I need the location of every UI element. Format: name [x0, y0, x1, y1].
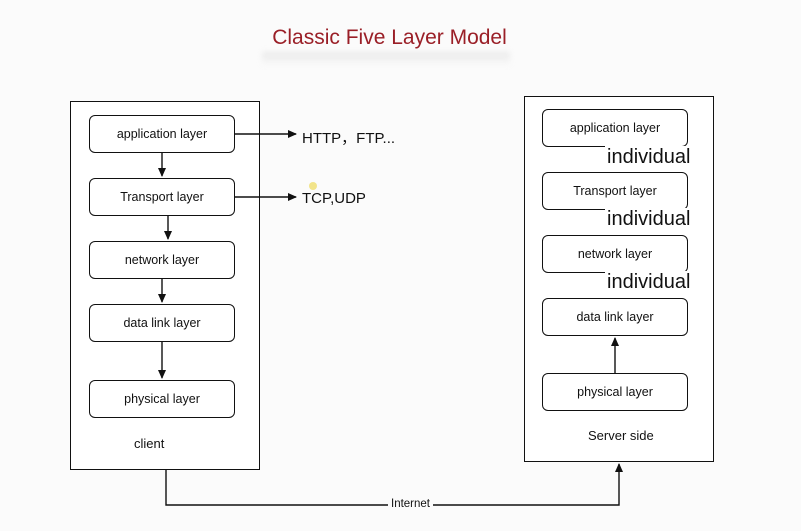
- server-network-layer: network layer: [542, 235, 688, 273]
- server-overlay-text-1: individual: [605, 146, 693, 168]
- internet-label: Internet: [388, 498, 433, 510]
- client-physical-layer: physical layer: [89, 380, 235, 418]
- server-overlay-text-2: individual: [605, 208, 693, 230]
- diagram-title: Classic Five Layer Model: [272, 26, 507, 49]
- title-reflection: [262, 52, 510, 66]
- transport-protocols-label: TCP,UDP: [302, 190, 366, 207]
- client-application-layer: application layer: [89, 115, 235, 153]
- server-application-layer: application layer: [542, 109, 688, 147]
- client-data-link-layer: data link layer: [89, 304, 235, 342]
- server-overlay-text-3: individual: [605, 271, 693, 293]
- server-data-link-layer: data link layer: [542, 298, 688, 336]
- server-physical-layer: physical layer: [542, 373, 688, 411]
- highlight-dot: [309, 182, 317, 190]
- application-protocols-label: HTTP，FTP...: [302, 130, 396, 147]
- client-transport-layer: Transport layer: [89, 178, 235, 216]
- server-label: Server side: [588, 428, 654, 443]
- client-network-layer: network layer: [89, 241, 235, 279]
- client-label: client: [134, 436, 165, 451]
